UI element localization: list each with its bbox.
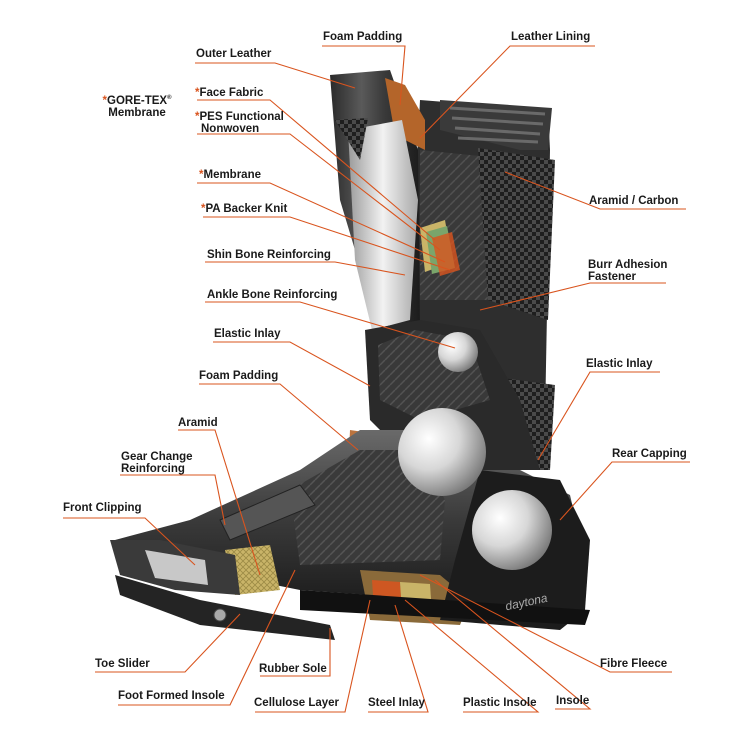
label-rubber-sole: Rubber Sole [259,663,327,675]
label-aramid: Aramid [178,417,218,429]
label-toe-slider: Toe Slider [95,658,150,670]
label-shin-bone-reinforcing: Shin Bone Reinforcing [207,249,331,261]
label-gear-change-reinforcing: Gear Change Reinforcing [121,451,193,475]
label-foam-padding-top: Foam Padding [323,31,403,43]
shin-bone-plate [348,120,418,330]
label-outer-leather: Outer Leather [196,48,272,60]
elastic-inlay-sphere [398,408,486,496]
label-insole: Insole [556,695,590,707]
label-foot-formed-insole: Foot Formed Insole [118,690,225,702]
label-leather-lining: Leather Lining [511,31,591,43]
label-ankle-bone-reinforcing: Ankle Bone Reinforcing [207,289,338,301]
label-front-clipping: Front Clipping [63,502,142,514]
label-pa-backer-knit: *PA Backer Knit [201,203,288,215]
goretex-heading-line2: Membrane [108,106,166,119]
goretex-heading: *GORE-TEX® Membrane [102,94,172,119]
label-aramid-carbon: Aramid / Carbon [589,195,679,207]
goretex-heading-line1: GORE-TEX [107,94,168,107]
label-fibre-fleece: Fibre Fleece [600,658,668,670]
goretex-marker: * [195,111,200,123]
label-membrane: *Membrane [199,169,262,181]
ankle-bone-sphere [438,332,478,372]
goretex-layers [420,220,460,276]
label-plastic-insole: Plastic Insole [463,697,537,709]
rib-panel [440,100,552,150]
goretex-marker: * [199,169,204,181]
label-elastic-inlay-right: Elastic Inlay [586,358,653,370]
label-elastic-inlay-left: Elastic Inlay [214,328,281,340]
label-pes-functional-nonwoven: *PES Functional Nonwoven [195,111,284,135]
goretex-marker: * [195,87,200,99]
aramid-carbon-panel [478,148,555,320]
label-rear-capping: Rear Capping [612,448,687,460]
goretex-marker: * [201,203,206,215]
toe-slider-plate [115,575,335,640]
label-steel-inlay: Steel Inlay [368,697,425,709]
rear-capping-sphere [472,490,552,570]
label-foam-padding-mid: Foam Padding [199,370,279,382]
aramid-toe-box [225,545,280,595]
label-burr-adhesion-fastener: Burr Adhesion Fastener [588,259,668,283]
label-cellulose-layer: Cellulose Layer [254,697,340,709]
label-face-fabric: *Face Fabric [195,87,264,99]
